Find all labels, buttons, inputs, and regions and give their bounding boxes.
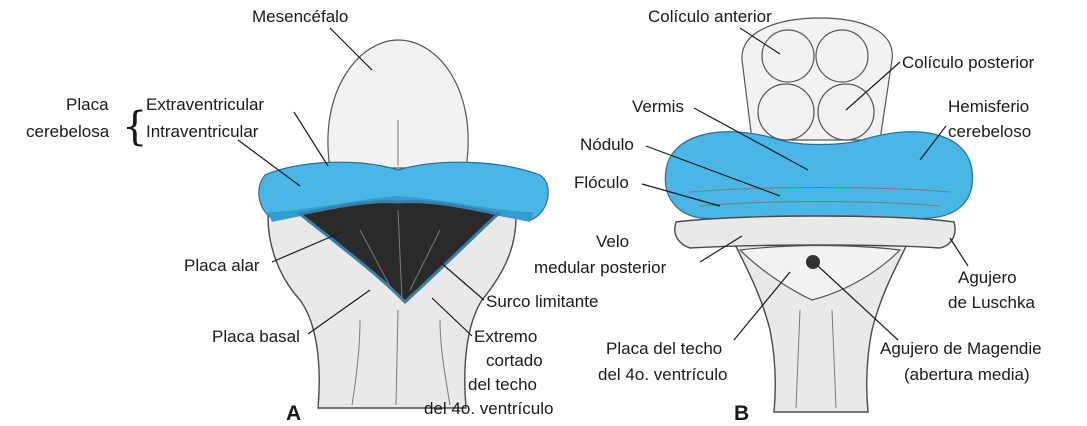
label-placa: Placa — [66, 95, 109, 114]
label-mesencefalo: Mesencéfalo — [252, 7, 348, 26]
label-magendie-1: Agujero de Magendie — [880, 339, 1042, 358]
panel-a-letter: A — [286, 402, 301, 425]
label-coliculo-anterior: Colículo anterior — [648, 7, 772, 26]
panel-b-anterior-colliculus-right — [816, 30, 868, 82]
label-extremo-2: cortado — [486, 351, 543, 370]
label-hemisferio-2: cerebeloso — [948, 122, 1031, 141]
label-placa-techo-1: Placa del techo — [606, 339, 722, 358]
leader-mesencefalo — [330, 28, 372, 70]
panel-b-foramen-magendie — [806, 255, 820, 269]
label-vermis: Vermis — [632, 97, 684, 116]
label-extremo-1: Extremo — [474, 327, 537, 346]
label-extremo-4: del 4o. ventrículo — [424, 399, 553, 418]
label-nodulo: Nódulo — [580, 135, 634, 154]
label-agujero-luschka-2: de Luschka — [948, 293, 1035, 312]
panel-b-anterior-colliculus-left — [762, 30, 814, 82]
label-cerebelosa: cerebelosa — [26, 122, 110, 141]
brace-icon: { — [122, 104, 147, 150]
label-placa-basal: Placa basal — [212, 327, 300, 346]
label-surco-limitante: Surco limitante — [486, 292, 598, 311]
label-placa-techo-2: del 4o. ventrículo — [598, 365, 727, 384]
label-extremo-3: del techo — [468, 375, 537, 394]
label-velo-2: medular posterior — [534, 258, 667, 277]
panel-b-posterior-colliculus-left — [758, 84, 814, 140]
panel-b-letter: B — [734, 402, 749, 425]
label-placa-alar: Placa alar — [184, 256, 260, 275]
label-coliculo-posterior: Colículo posterior — [902, 53, 1035, 72]
panel-b-posterior-velum — [675, 216, 955, 248]
label-hemisferio-1: Hemisferio — [948, 97, 1029, 116]
leader-agujero-luschka — [950, 238, 968, 266]
label-agujero-luschka-1: Agujero — [958, 268, 1017, 287]
panel-b-cerebellum — [665, 132, 972, 221]
label-velo-1: Velo — [596, 232, 629, 251]
leader-extraventricular — [294, 112, 328, 166]
label-floculo: Flóculo — [574, 173, 629, 192]
label-extraventricular: Extraventricular — [146, 95, 264, 114]
label-intraventricular: Intraventricular — [146, 122, 259, 141]
label-magendie-2: (abertura media) — [904, 365, 1030, 384]
